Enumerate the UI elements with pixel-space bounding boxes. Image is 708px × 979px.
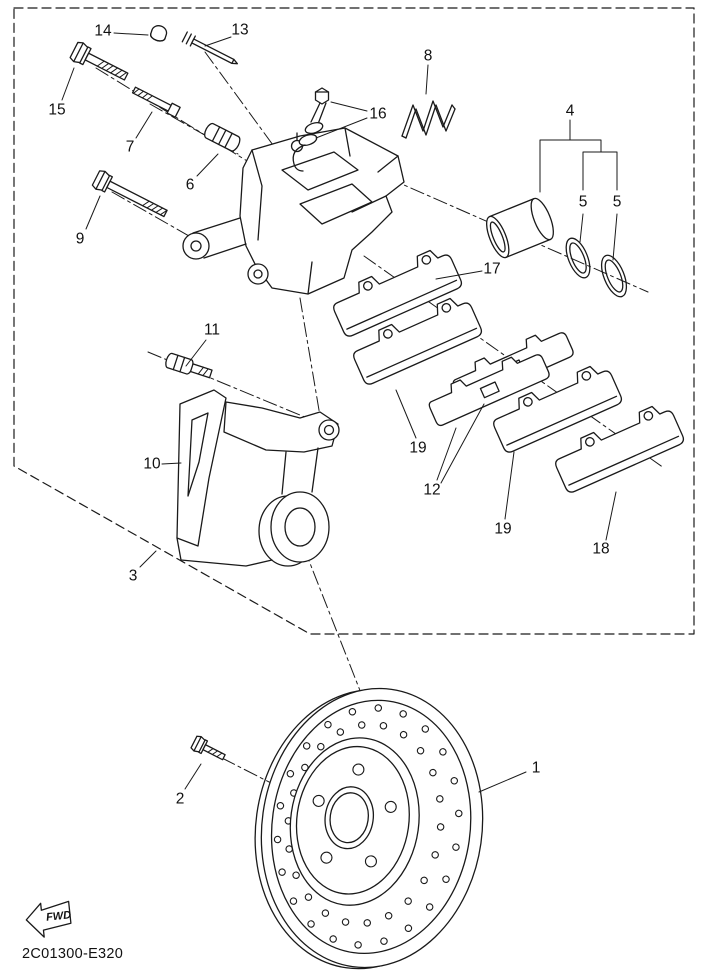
leader-line-3 xyxy=(139,550,157,568)
part-6-boot xyxy=(204,122,241,152)
part-7-pin xyxy=(131,86,181,118)
brake-pads-group xyxy=(333,249,685,493)
part-10-caliper-bracket xyxy=(176,389,340,567)
leader-line-9 xyxy=(85,195,101,230)
part-label-18: 18 xyxy=(592,540,610,558)
group-bracket-4-5 xyxy=(539,119,618,261)
part-label-1: 1 xyxy=(531,759,541,777)
leader-line-8 xyxy=(425,64,429,95)
part-label-3: 3 xyxy=(128,567,138,585)
fwd-label: FWD xyxy=(46,909,72,924)
part-label-15: 15 xyxy=(48,101,66,119)
part-label-5: 5 xyxy=(612,193,622,211)
leader-line-16 xyxy=(315,117,368,139)
part-5-seal-b xyxy=(600,254,628,298)
part-1-brake-disc xyxy=(254,687,484,970)
part-5-seal-a xyxy=(565,237,591,279)
leader-line-16 xyxy=(330,101,368,112)
leader-line-6 xyxy=(196,153,219,177)
part-label-9: 9 xyxy=(75,230,85,248)
part-2-bolt xyxy=(190,735,226,761)
part-label-13: 13 xyxy=(231,21,249,39)
leader-line-12 xyxy=(436,427,457,481)
leader-line-13 xyxy=(204,36,232,47)
part-8-pad-spring xyxy=(401,100,456,139)
part-12-shim-front xyxy=(428,354,550,427)
leader-line-18 xyxy=(605,491,617,541)
part-15-bolt xyxy=(69,41,129,81)
part-19-pad-front xyxy=(353,297,483,385)
leader-line-12 xyxy=(440,403,485,484)
part-11-slide-pin xyxy=(165,352,213,379)
part-label-10: 10 xyxy=(143,455,161,473)
part-label-17: 17 xyxy=(483,260,501,278)
part-label-2: 2 xyxy=(175,790,185,808)
part-label-4: 4 xyxy=(565,102,575,120)
leader-line-14 xyxy=(113,32,149,36)
part-label-16: 16 xyxy=(369,105,387,123)
part-label-14: 14 xyxy=(94,22,112,40)
leader-line-11 xyxy=(185,339,207,367)
part-label-12: 12 xyxy=(423,481,441,499)
part-19-pad-rear xyxy=(493,365,623,453)
part-4-piston xyxy=(486,197,554,259)
leader-line-10 xyxy=(161,462,182,465)
leader-line-2 xyxy=(184,763,202,790)
diagram-code: 2C01300-E320 xyxy=(22,946,124,962)
part-label-5: 5 xyxy=(578,193,588,211)
leader-line-19 xyxy=(504,451,515,520)
fwd-indicator: FWD xyxy=(25,900,72,938)
parts-group-boundary xyxy=(13,7,695,635)
leader-line-15 xyxy=(61,67,75,101)
leader-line-19 xyxy=(395,389,417,439)
part-label-11: 11 xyxy=(203,321,221,339)
part-16-banjo-bolt xyxy=(292,87,330,172)
disc-drill-holes xyxy=(273,704,463,949)
part-9-bolt xyxy=(91,170,168,218)
caliper-body xyxy=(182,127,405,295)
part-label-7: 7 xyxy=(125,138,135,156)
leader-lines xyxy=(61,32,617,793)
part-13-pin xyxy=(181,31,239,65)
leader-line-17 xyxy=(435,270,483,280)
part-label-19: 19 xyxy=(409,439,427,457)
part-18-pad-plate xyxy=(555,405,685,493)
leader-line-1 xyxy=(478,771,527,793)
leader-line-7 xyxy=(135,111,153,139)
fwd-arrow-icon xyxy=(25,900,72,938)
part-17-pad xyxy=(333,249,463,337)
part-label-19: 19 xyxy=(494,520,512,538)
part-14-cap xyxy=(150,25,168,42)
disc-hub-bolt-holes xyxy=(312,763,397,868)
part-label-6: 6 xyxy=(185,176,195,194)
part-label-8: 8 xyxy=(423,47,433,65)
